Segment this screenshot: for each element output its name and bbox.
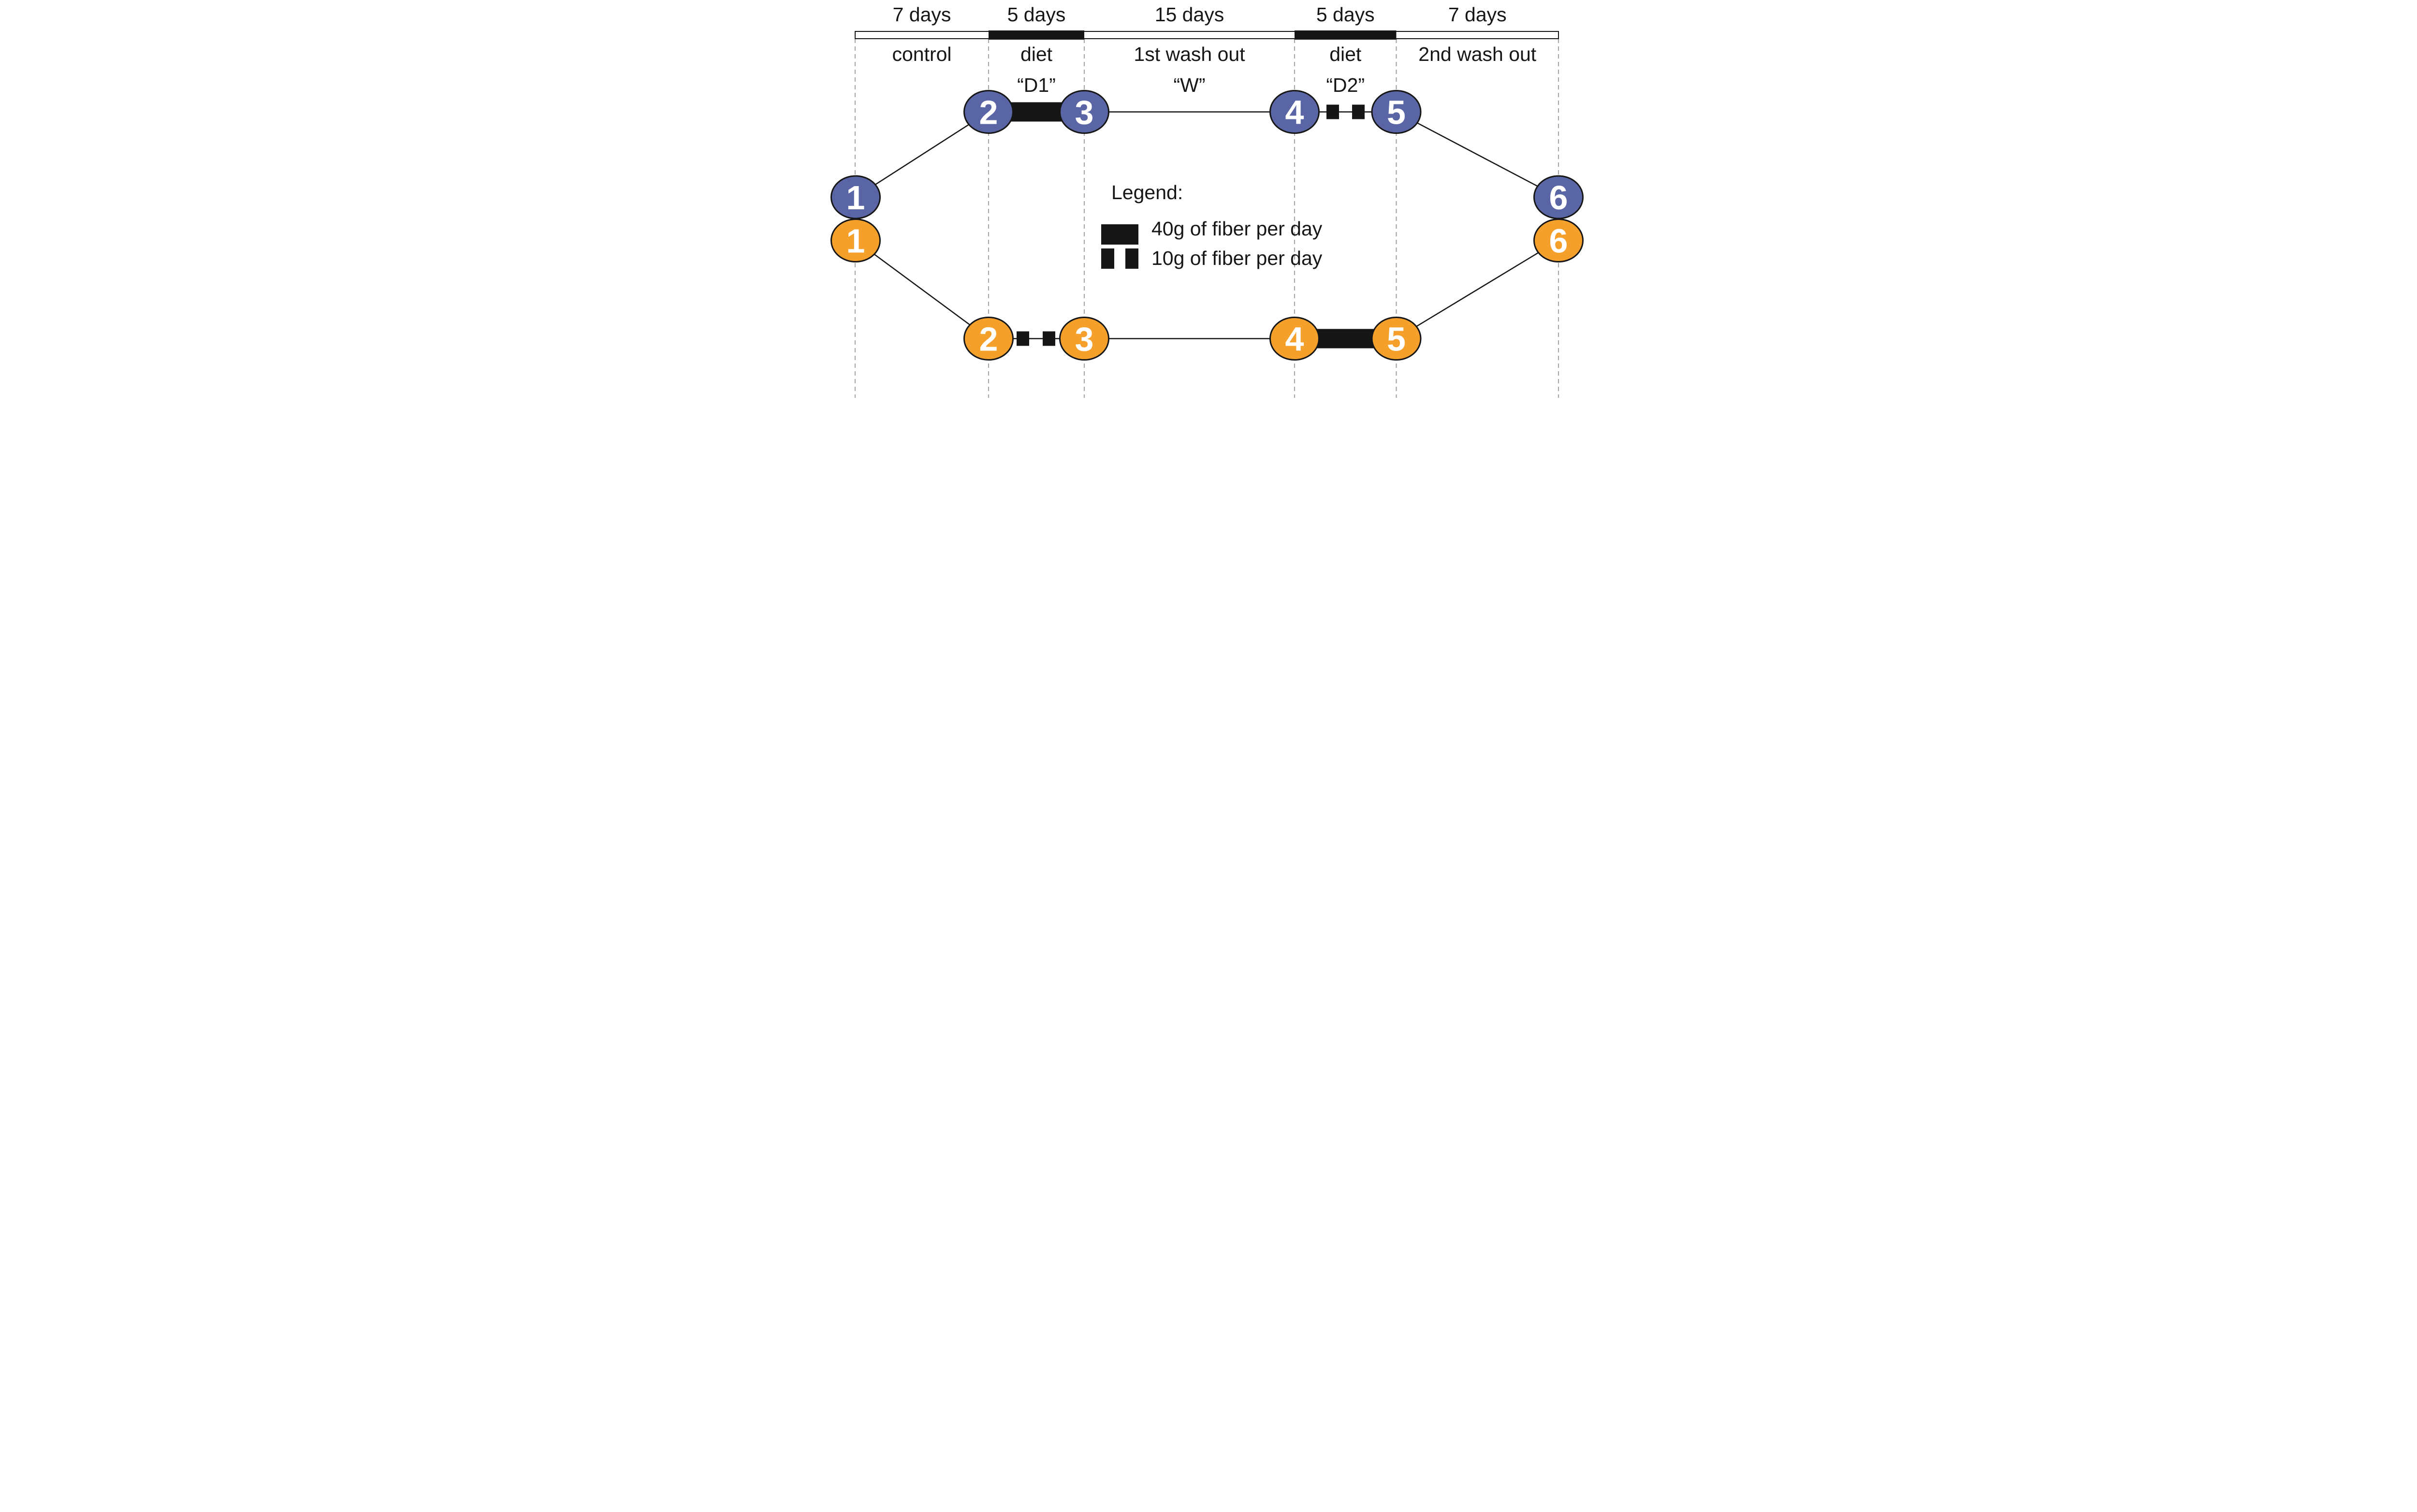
connector-blue-5-6 [1396,111,1559,198]
node-orange-6-number: 6 [1549,222,1568,260]
node-blue-5-circle [1371,90,1422,134]
node-orange-4-number: 4 [1285,320,1304,358]
node-orange-2-number: 2 [979,320,998,358]
duration-label-3: 15 days [1155,3,1224,26]
connector-blue-4-5-square-1-10g [1326,104,1339,119]
node-orange-4: 4 [1269,317,1320,361]
legend: Legend: 40g of fiber per day 10g of fibe… [1101,181,1323,269]
duration-label-2: 5 days [1007,3,1066,26]
connector-blue-4-5-square-2-10g [1352,104,1365,119]
legend-square-swatch-2 [1125,248,1138,269]
code-label-d1: “D1” [1017,74,1056,96]
legend-item-40g-label: 40g of fiber per day [1151,218,1323,240]
node-orange-6-circle [1533,218,1584,262]
phase-label-washout1: 1st wash out [1134,43,1245,65]
legend-square-swatch-1 [1101,248,1114,269]
node-orange-2-circle [963,317,1014,361]
node-orange-3-number: 3 [1075,320,1094,358]
connector-orange-2-3-square-1-10g [1017,331,1029,346]
node-blue-1-number: 1 [846,179,865,217]
code-label-d2: “D2” [1326,74,1365,96]
legend-title: Legend: [1111,181,1183,204]
duration-label-1: 7 days [893,3,951,26]
orange-arm-nodes: 1 2 3 4 5 6 [830,218,1584,361]
connector-orange-1-2 [855,240,989,339]
node-blue-2-number: 2 [979,94,998,131]
node-blue-3: 3 [1059,90,1109,134]
node-orange-3: 3 [1059,317,1109,361]
study-design-canvas: 7 days 5 days 15 days 5 days 7 days cont… [830,3,1584,398]
node-orange-5: 5 [1371,317,1422,361]
blue-arm-nodes: 1 2 3 4 5 6 [830,90,1584,219]
period-code-labels: “D1” “W” “D2” [1017,74,1365,96]
node-blue-2: 2 [963,90,1014,134]
node-blue-5: 5 [1371,90,1422,134]
connector-orange-5-6 [1396,240,1559,339]
node-blue-6-number: 6 [1549,179,1568,217]
node-orange-1-number: 1 [846,222,865,260]
node-blue-3-circle [1059,90,1109,134]
node-orange-3-circle [1059,317,1109,361]
connector-orange-2-3-square-2-10g [1043,331,1055,346]
timeline-diet1-black-segment [989,30,1084,40]
node-orange-2: 2 [963,317,1014,361]
node-orange-1: 1 [830,218,881,262]
node-blue-1: 1 [830,175,881,219]
node-orange-1-circle [830,218,881,262]
node-orange-6: 6 [1533,218,1584,262]
timeline-diet2-black-segment [1295,30,1397,40]
node-orange-5-circle [1371,317,1422,361]
node-orange-5-number: 5 [1387,320,1406,358]
timeline-bar-frame [855,31,1559,39]
node-blue-2-circle [963,90,1014,134]
period-duration-labels: 7 days 5 days 15 days 5 days 7 days [893,3,1507,26]
timeline-bar [855,30,1559,40]
phase-label-control: control [892,43,951,65]
phase-label-diet2: diet [1329,43,1362,65]
node-blue-4-circle [1269,90,1320,134]
phase-label-washout2: 2nd wash out [1418,43,1537,65]
study-design-figure: 7 days 5 days 15 days 5 days 7 days cont… [830,0,1587,398]
node-blue-3-number: 3 [1075,94,1094,131]
node-blue-4: 4 [1269,90,1320,134]
duration-label-4: 5 days [1316,3,1375,26]
legend-item-10g-label: 10g of fiber per day [1151,247,1323,269]
node-blue-6: 6 [1533,175,1584,219]
node-orange-4-circle [1269,317,1320,361]
duration-label-5: 7 days [1448,3,1507,26]
node-blue-4-number: 4 [1285,94,1304,131]
code-label-w: “W” [1173,74,1205,96]
phase-label-diet1: diet [1020,43,1053,65]
legend-thick-bar-swatch [1101,224,1138,245]
node-blue-5-number: 5 [1387,94,1406,131]
connector-blue-1-2 [855,111,989,198]
period-phase-labels: control diet 1st wash out diet 2nd wash … [892,43,1536,65]
